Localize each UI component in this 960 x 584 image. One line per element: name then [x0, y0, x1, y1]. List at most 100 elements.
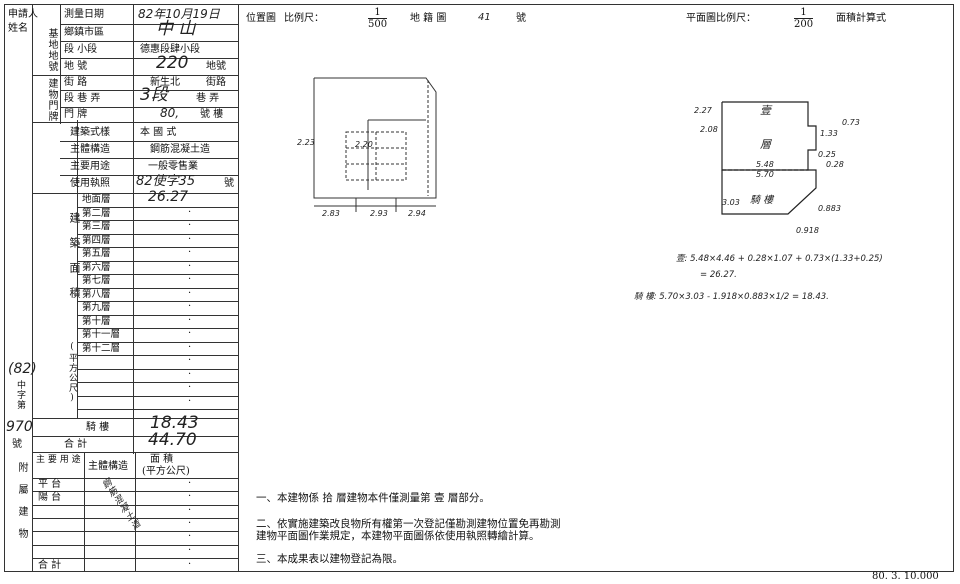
floor-row-value: ·: [188, 341, 192, 353]
location-map-label: 地 籍 圖: [410, 13, 447, 24]
district-label: 鄉鎮市區: [64, 27, 104, 38]
floor-room-top: 壹: [760, 104, 771, 117]
loc-dim-b3: 2.94: [408, 209, 426, 218]
floor-row-label: 第四層: [82, 234, 111, 246]
ledger-year: (82): [8, 361, 37, 377]
floor-row-label: 第三層: [82, 221, 111, 232]
location-title: 位置圖: [246, 13, 276, 24]
floors-unit-label: (平方公尺): [67, 342, 77, 404]
floor-row-value: ·: [188, 220, 192, 231]
floor-row-label: 第二層: [82, 207, 111, 219]
floor-row-value: ·: [188, 287, 192, 299]
fp-dim-d4: 1.33: [820, 129, 838, 138]
floor-row-label: 第八層: [82, 288, 111, 300]
location-map-suffix: 號: [516, 13, 526, 24]
loc-dim-left: 2.23: [297, 138, 315, 147]
lane-suffix: 巷 弄: [196, 93, 220, 104]
street-value: 新生北: [150, 77, 180, 88]
permit-suffix: 號: [224, 178, 234, 189]
annex-row-value: ·: [188, 517, 192, 529]
floor-row-value: ·: [188, 368, 192, 380]
location-scale-label: 比例尺：: [284, 13, 324, 24]
floor-row-label: 第十二層: [82, 342, 121, 354]
annex-row-label: 平 台: [38, 479, 62, 490]
fp-dim-d10: 0.883: [818, 204, 841, 213]
lot-value: 220: [156, 53, 189, 73]
annex-row-label: 陽 台: [38, 492, 62, 504]
total-label: 合 計: [64, 439, 88, 450]
note-line: 二、依實施建築改良物所有權第一次登記僅勘測建物位置免再勘測: [256, 518, 561, 530]
annex-total-value: ·: [188, 559, 192, 570]
floor-row-label: 地面層: [82, 194, 111, 205]
floor-calc-1: 壹: 5.48×4.46 + 0.28×1.07 + 0.73×(1.33+0.…: [676, 254, 883, 264]
note-line: 三、本成果表以建物登記為限。: [256, 553, 403, 565]
seal-label: 姓名: [8, 23, 28, 34]
annex-side-label: 附屬建物: [16, 462, 27, 550]
loc-dim-b1: 2.83: [322, 209, 340, 218]
annex-area-header: 面 積: [150, 454, 174, 465]
fp-dim-d9: 3.03: [722, 198, 740, 207]
style-value: 本 國 式: [140, 127, 177, 138]
survey-date-value: 82年10月19日: [138, 7, 220, 21]
note-line: 建物平面圖作業規定，本建物平面圖係依使用執照轉繪計算。: [256, 530, 540, 542]
fp-dim-d5: 0.25: [818, 150, 836, 159]
site-group-label: 基地地號: [46, 28, 57, 72]
floor-plan-drawing: [721, 101, 817, 215]
floor-room-mid: 層: [760, 138, 771, 151]
number-value: 80,: [160, 106, 180, 120]
floor-row-value: ·: [188, 301, 192, 312]
number-suffix: 號 樓: [200, 109, 224, 120]
structure-label: 主體構造: [70, 144, 110, 155]
floor-row-label: 第七層: [82, 275, 111, 286]
annex-row-value: ·: [188, 544, 192, 556]
loc-dim-inner: 2.20: [355, 140, 373, 149]
lot-label: 地 號: [64, 61, 88, 72]
note-line: 一、本建物係 拾 層建物本件僅測量第 壹 層部分。: [256, 492, 490, 504]
fp-dim-d1: 2.27: [694, 106, 712, 115]
annex-row-value: ·: [188, 504, 192, 516]
floor-row-value: ·: [188, 233, 192, 245]
floor-row-value: ·: [188, 206, 192, 218]
fp-dim-d2: 2.08: [700, 125, 718, 134]
floor-row-value: ·: [188, 395, 192, 407]
floor-plan-title: 平面圖比例尺：: [686, 13, 756, 24]
floor-row-value: ·: [188, 314, 192, 326]
floor-row-label: 第九層: [82, 302, 111, 313]
floor-calc-2: 騎 樓: 5.70×3.03 - 1.918×0.883×1/2 = 18.43…: [634, 292, 829, 302]
floor-row-value: ·: [188, 260, 192, 272]
number-label: 門 牌: [64, 109, 88, 120]
floor-row-value: ·: [188, 328, 192, 339]
ledger-word: 中字第: [15, 380, 25, 410]
use-label: 主要用途: [70, 161, 110, 172]
floors-side-label: 建築面積: [68, 212, 81, 312]
district-value: 中 山: [156, 19, 196, 39]
annex-use-header: 主 要 用 途: [36, 455, 81, 465]
floor-row-label: 第十層: [82, 315, 111, 327]
annex-struct-header: 主體構造: [88, 461, 128, 472]
document-frame: [4, 4, 954, 572]
use-value: 一般零售業: [148, 161, 198, 172]
footer-code: 80. 3. 10.000: [872, 571, 939, 582]
ledger-suffix: 號: [12, 439, 22, 450]
fp-dim-d3: 0.73: [842, 118, 860, 127]
annex-row-value: ·: [188, 478, 192, 489]
applicant-label: 申請人: [8, 9, 38, 20]
balcony-value: 18.43: [150, 413, 199, 433]
floor-row-label: 第十一層: [82, 329, 121, 340]
lane-value: 3段: [140, 85, 168, 105]
lane-label: 段 巷 弄: [64, 93, 101, 104]
lot-suffix: 地號: [206, 61, 226, 72]
location-plan-drawing: [313, 77, 437, 212]
floor-row-value: ·: [188, 382, 192, 393]
annex-area-unit: (平方公尺): [142, 466, 190, 477]
total-value: 44.70: [148, 430, 197, 450]
structure-value: 鋼筋混凝土造: [150, 144, 210, 155]
annex-row-value: ·: [188, 531, 192, 543]
section-label: 段 小段: [64, 44, 98, 55]
permit-label: 使用執照: [70, 178, 110, 189]
floor-calc-1b: = 26.27.: [700, 270, 737, 280]
floor-row-value: 26.27: [148, 189, 189, 205]
fp-dim-d7: 5.48: [756, 160, 774, 169]
fp-dim-d11: 0.918: [796, 226, 819, 235]
